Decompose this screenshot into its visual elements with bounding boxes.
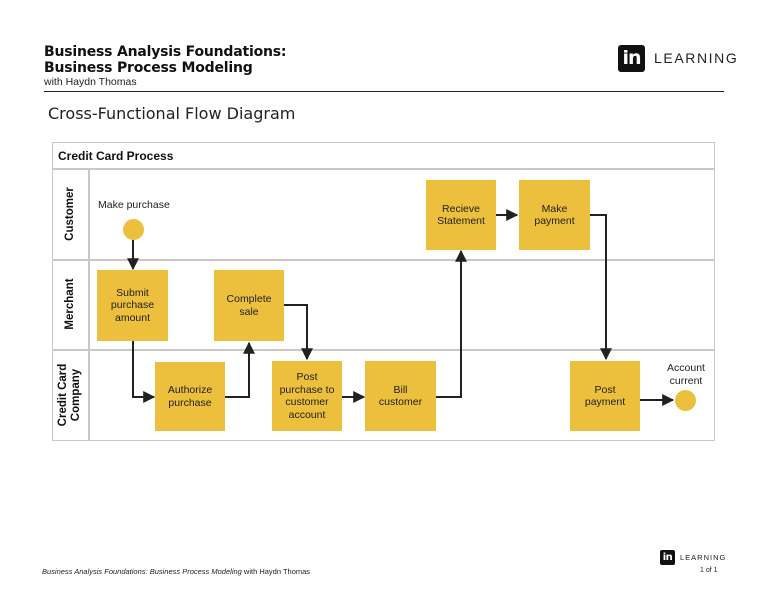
header-divider xyxy=(44,91,724,92)
course-title: Business Analysis Foundations: Business … xyxy=(44,44,464,76)
swimlane-pool xyxy=(52,142,715,441)
end-event-label: Account current xyxy=(662,362,710,387)
task-submit-line-2: purchase xyxy=(110,299,155,312)
page-title: Cross-Functional Flow Diagram xyxy=(48,104,296,123)
task-submit-line-3: amount xyxy=(114,311,151,324)
lane-label-divider xyxy=(88,168,90,441)
task-post-purchase-line-3: customer xyxy=(285,396,329,408)
lane-label-company-line-1: Credit Card xyxy=(57,363,69,427)
start-event-label: Make purchase xyxy=(98,199,170,211)
task-make-payment-line-1: Make xyxy=(541,202,568,215)
footer-course-title: Business Analysis Foundations: Business … xyxy=(42,567,242,576)
lane-divider-customer-merchant xyxy=(52,259,715,261)
task-authorize-line-1: Authorize xyxy=(167,384,213,396)
pool-header-divider xyxy=(52,168,715,170)
brand-word: LEARNING xyxy=(654,50,739,66)
task-submit-line-1: Submit xyxy=(116,286,149,299)
task-complete-line-1: Complete xyxy=(226,293,272,305)
task-receive-statement-line-2: Statement xyxy=(437,215,485,227)
task-bill-customer: Bill customer xyxy=(365,361,436,431)
task-post-purchase-line-4: account xyxy=(288,408,326,421)
task-make-payment-line-2: payment xyxy=(534,215,575,227)
end-event-label-line-1: Account xyxy=(667,362,705,374)
end-event xyxy=(675,390,696,411)
lane-label-company-line-2: Company xyxy=(70,368,82,422)
course-title-line-1: Business Analysis Foundations: xyxy=(44,44,287,60)
pool-title: Credit Card Process xyxy=(58,149,174,163)
task-post-purchase-line-1: Post xyxy=(296,371,318,383)
lane-label-merchant: Merchant xyxy=(63,278,76,330)
task-authorize-purchase: Authorize purchase xyxy=(155,362,225,431)
task-receive-statement: Recieve Statement xyxy=(426,180,496,250)
start-event xyxy=(123,219,144,240)
footer-course-author: with Haydn Thomas xyxy=(241,567,311,576)
course-title-line-2: Business Process Modeling xyxy=(44,60,253,76)
task-bill-line-2: customer xyxy=(378,396,423,408)
task-bill-line-1: Bill xyxy=(393,383,408,396)
author: with Haydn Thomas xyxy=(44,76,137,88)
task-make-payment: Make payment xyxy=(519,180,590,250)
task-complete-sale: Complete sale xyxy=(214,270,284,341)
lane-label-credit-card-company: Credit Card Company xyxy=(55,350,85,440)
task-post-payment-line-1: Post xyxy=(594,383,616,396)
footer-linkedin-icon: in xyxy=(660,550,675,565)
page-number: 1 of 1 xyxy=(700,567,718,574)
lane-divider-merchant-company xyxy=(52,349,715,351)
footer-brand-word: LEARNING xyxy=(680,553,727,562)
task-receive-statement-line-1: Recieve xyxy=(442,202,480,215)
task-post-purchase-to-customer-account: Post purchase to customer account xyxy=(272,361,342,431)
task-authorize-line-2: purchase xyxy=(168,396,212,409)
task-post-purchase-line-2: purchase to xyxy=(279,383,335,396)
lane-label-customer: Customer xyxy=(63,187,76,241)
task-complete-line-2: sale xyxy=(239,305,259,318)
footer-linkedin-learning-logo: in LEARNING xyxy=(660,550,726,565)
footer-course-text: Business Analysis Foundations: Business … xyxy=(42,567,310,576)
task-post-payment-line-2: payment xyxy=(584,396,626,408)
task-post-payment: Post payment xyxy=(570,361,640,431)
end-event-label-line-2: current xyxy=(669,374,703,387)
linkedin-learning-logo: in LEARNING xyxy=(618,44,738,72)
linkedin-icon: in xyxy=(618,44,645,72)
task-submit-purchase-amount: Submit purchase amount xyxy=(97,270,168,341)
